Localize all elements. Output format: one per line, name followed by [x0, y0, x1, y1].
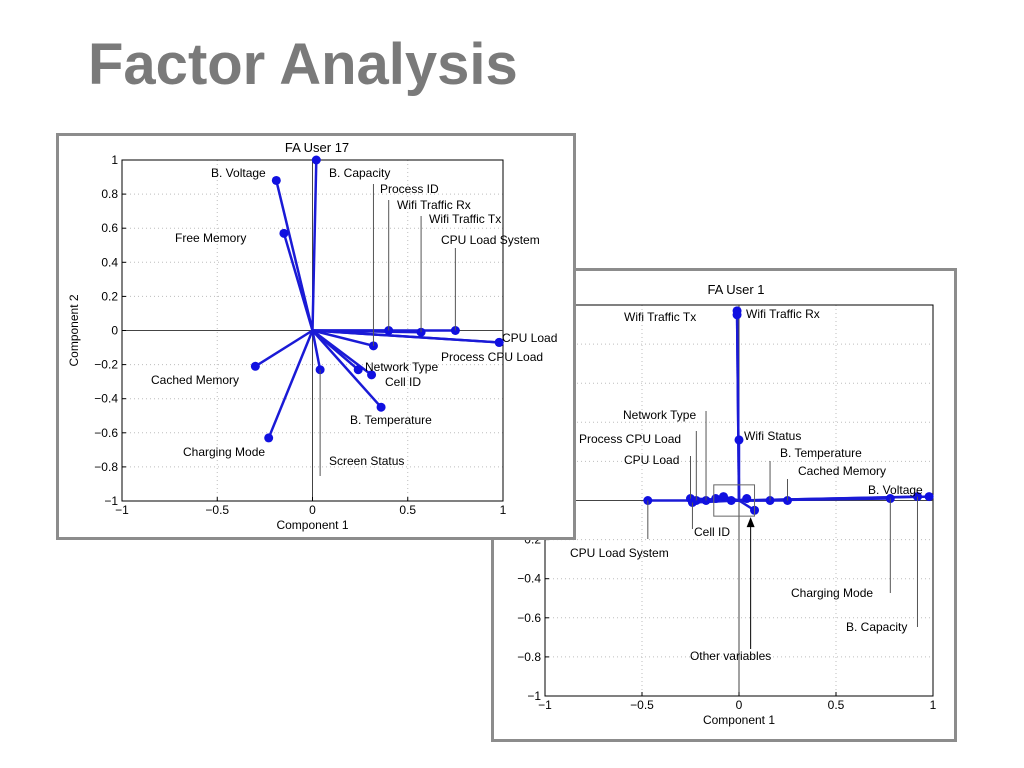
user17-point-label: Wifi Traffic Tx [429, 212, 501, 226]
user17-y-tick-label: 0.6 [101, 221, 118, 235]
user17-y-axis-label: Component 2 [67, 294, 81, 366]
user17-y-tick-label: −0.2 [94, 358, 118, 372]
user1-point-label: Cell ID [694, 525, 730, 539]
user17-point-label: Cell ID [385, 375, 421, 389]
user17-y-tick-label: −0.4 [94, 392, 118, 406]
user17-point-label: Wifi Traffic Rx [397, 198, 471, 212]
user17-loading-vector [312, 329, 374, 348]
user1-point [718, 492, 728, 502]
user1-x-tick-label: −0.5 [630, 698, 654, 712]
user17-loading-vector [311, 330, 322, 370]
user1-annotation-other-variables: Other variables [690, 649, 771, 663]
user17-point [271, 175, 281, 185]
slide-title: Factor Analysis [88, 32, 518, 97]
user1-point [711, 494, 721, 504]
user17-point [250, 361, 260, 371]
user1-other-variables-arrowhead [746, 517, 755, 528]
user1-point [924, 492, 934, 502]
user1-point-label: Wifi Status [744, 429, 801, 443]
user17-point [416, 327, 426, 337]
user17-x-tick-label: 0 [309, 503, 316, 517]
user1-point-label: B. Temperature [780, 446, 862, 460]
user17-chart-title: FA User 17 [285, 140, 349, 155]
chart-user-1: −1−0.500.51−1−0.8−0.6−0.4−0.2Component 1… [517, 282, 937, 727]
user17-y-tick-label: 1 [111, 153, 118, 167]
user17-y-tick-label: −1 [104, 494, 118, 508]
user17-point-label: Free Memory [175, 231, 246, 245]
user1-point-label: Process CPU Load [579, 432, 681, 446]
user1-y-tick-label: −0.6 [517, 611, 541, 625]
user1-other-variables-box [713, 484, 756, 517]
user17-x-tick-label: −1 [115, 503, 129, 517]
user17-point [311, 155, 321, 165]
user17-point-label: Network Type [365, 360, 438, 374]
user1-point [732, 310, 742, 320]
user17-point [264, 433, 274, 443]
user17-loading-vector [311, 159, 318, 331]
user17-point-label: B. Capacity [329, 166, 390, 180]
user1-point-label: CPU Load [624, 453, 679, 467]
user1-x-tick-label: 0 [736, 698, 743, 712]
user17-x-tick-label: −0.5 [205, 503, 229, 517]
user1-point [726, 496, 736, 505]
user1-y-tick-label: −0.4 [517, 572, 541, 586]
user17-x-tick-label: 1 [500, 503, 507, 517]
user1-point-label: B. Capacity [846, 620, 907, 634]
user17-point [376, 402, 386, 412]
user17-point-label: CPU Load [502, 331, 557, 345]
user17-y-tick-label: 0.8 [101, 187, 118, 201]
user1-x-tick-label: −1 [538, 698, 552, 712]
user17-y-tick-label: 0 [111, 324, 118, 338]
user1-point [742, 494, 752, 504]
user17-loading-vector [254, 329, 314, 368]
user17-point [353, 365, 363, 375]
user1-point-label: Wifi Traffic Tx [624, 310, 696, 324]
user1-point [885, 494, 895, 504]
user1-point-label: Charging Mode [791, 586, 873, 600]
user1-point-label: Network Type [623, 408, 696, 422]
user1-point-label: B. Voltage [868, 483, 923, 497]
user17-loading-vector [267, 330, 314, 439]
user1-point [734, 435, 744, 445]
chart-panel-user-17: −1 −0.5 0 0.5 1 −1 −0.8 −0.6 −0.4 −0.2 0 0.2 0.4 0.6 0… [56, 133, 576, 540]
user17-point [279, 228, 289, 238]
user1-point-label: CPU Load System [570, 546, 669, 560]
user17-x-tick-label: 0.5 [399, 503, 416, 517]
user17-y-tick-label: 0.2 [101, 289, 118, 303]
user17-x-axis-label: Component 1 [276, 518, 348, 532]
chart-user-17: −1 −0.5 0 0.5 1 −1 −0.8 −0.6 −0.4 −0.2 0 0.2 0.4 0.6 0… [67, 140, 557, 532]
user1-chart-title: FA User 1 [707, 282, 764, 297]
user17-loading-vector [275, 180, 314, 331]
user17-loading-vector [312, 329, 500, 344]
user17-point-label: B. Temperature [350, 413, 432, 427]
user17-loading-vector [282, 232, 314, 331]
user1-x-tick-label: 0.5 [828, 698, 845, 712]
user17-point [494, 337, 504, 347]
user1-y-tick-label: −0.8 [517, 650, 541, 664]
user17-point-label: Charging Mode [183, 445, 265, 459]
user1-point-label: Wifi Traffic Rx [746, 307, 820, 321]
user17-point-label: Process CPU Load [441, 350, 543, 364]
user1-y-tick-label: −1 [527, 689, 541, 703]
user1-x-axis-label: Component 1 [703, 713, 775, 727]
user1-point-label: Cached Memory [798, 464, 886, 478]
user17-point [367, 370, 377, 380]
user17-loading-vector [311, 329, 383, 409]
user17-y-tick-label: −0.6 [94, 426, 118, 440]
user17-point-label: B. Voltage [211, 166, 266, 180]
user17-point-label: Cached Memory [151, 373, 239, 387]
user1-x-tick-label: 1 [930, 698, 937, 712]
user17-y-tick-label: −0.8 [94, 460, 118, 474]
user17-point-label: CPU Load System [441, 233, 540, 247]
user17-y-tick-label: 0.4 [101, 255, 118, 269]
user17-point-label: Screen Status [329, 454, 404, 468]
user17-point-label: Process ID [380, 182, 439, 196]
